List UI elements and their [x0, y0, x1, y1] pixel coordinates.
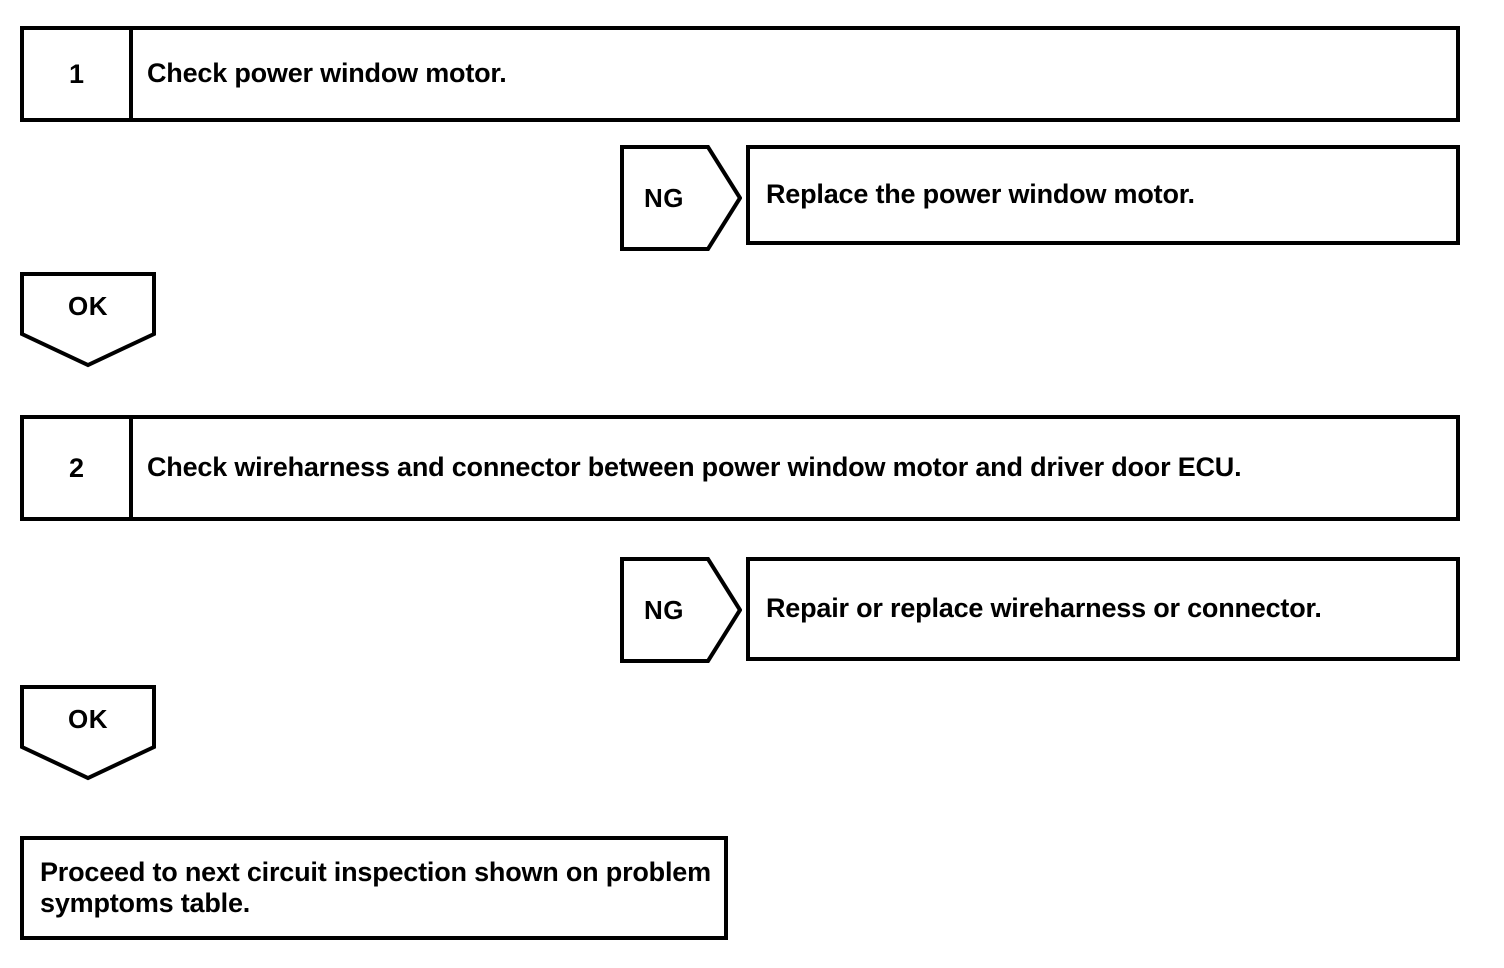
ng-arrow-2-label: NG: [644, 594, 684, 625]
ok-arrow-1: OK: [20, 272, 156, 368]
step-text-1: Check power window motor.: [147, 58, 507, 89]
ng-arrow-2: NG: [620, 557, 742, 663]
final-result-box: Proceed to next circuit inspection shown…: [20, 836, 728, 940]
ok-arrow-1-shape: [20, 272, 156, 368]
ng-arrow-1: NG: [620, 145, 742, 251]
step-box-2: 2 Check wireharness and connector betwee…: [20, 415, 1460, 521]
ok-arrow-2: OK: [20, 685, 156, 781]
ng-result-box-2: Repair or replace wireharness or connect…: [746, 557, 1460, 661]
ng-arrow-1-shape: [620, 145, 742, 251]
ok-arrow-2-label: OK: [68, 703, 108, 734]
ok-arrow-2-shape: [20, 685, 156, 781]
ng-result-text-1: Replace the power window motor.: [766, 179, 1195, 210]
ok-arrow-1-label: OK: [68, 290, 108, 321]
ng-result-text-2: Repair or replace wireharness or connect…: [766, 593, 1322, 624]
step-number-1: 1: [24, 30, 133, 118]
final-result-text: Proceed to next circuit inspection shown…: [40, 856, 711, 918]
ng-arrow-2-shape: [620, 557, 742, 663]
step-number-2: 2: [24, 419, 133, 517]
ng-result-box-1: Replace the power window motor.: [746, 145, 1460, 245]
step-text-2: Check wireharness and connector between …: [147, 452, 1242, 483]
ng-arrow-1-label: NG: [644, 182, 684, 213]
step-box-1: 1 Check power window motor.: [20, 26, 1460, 122]
